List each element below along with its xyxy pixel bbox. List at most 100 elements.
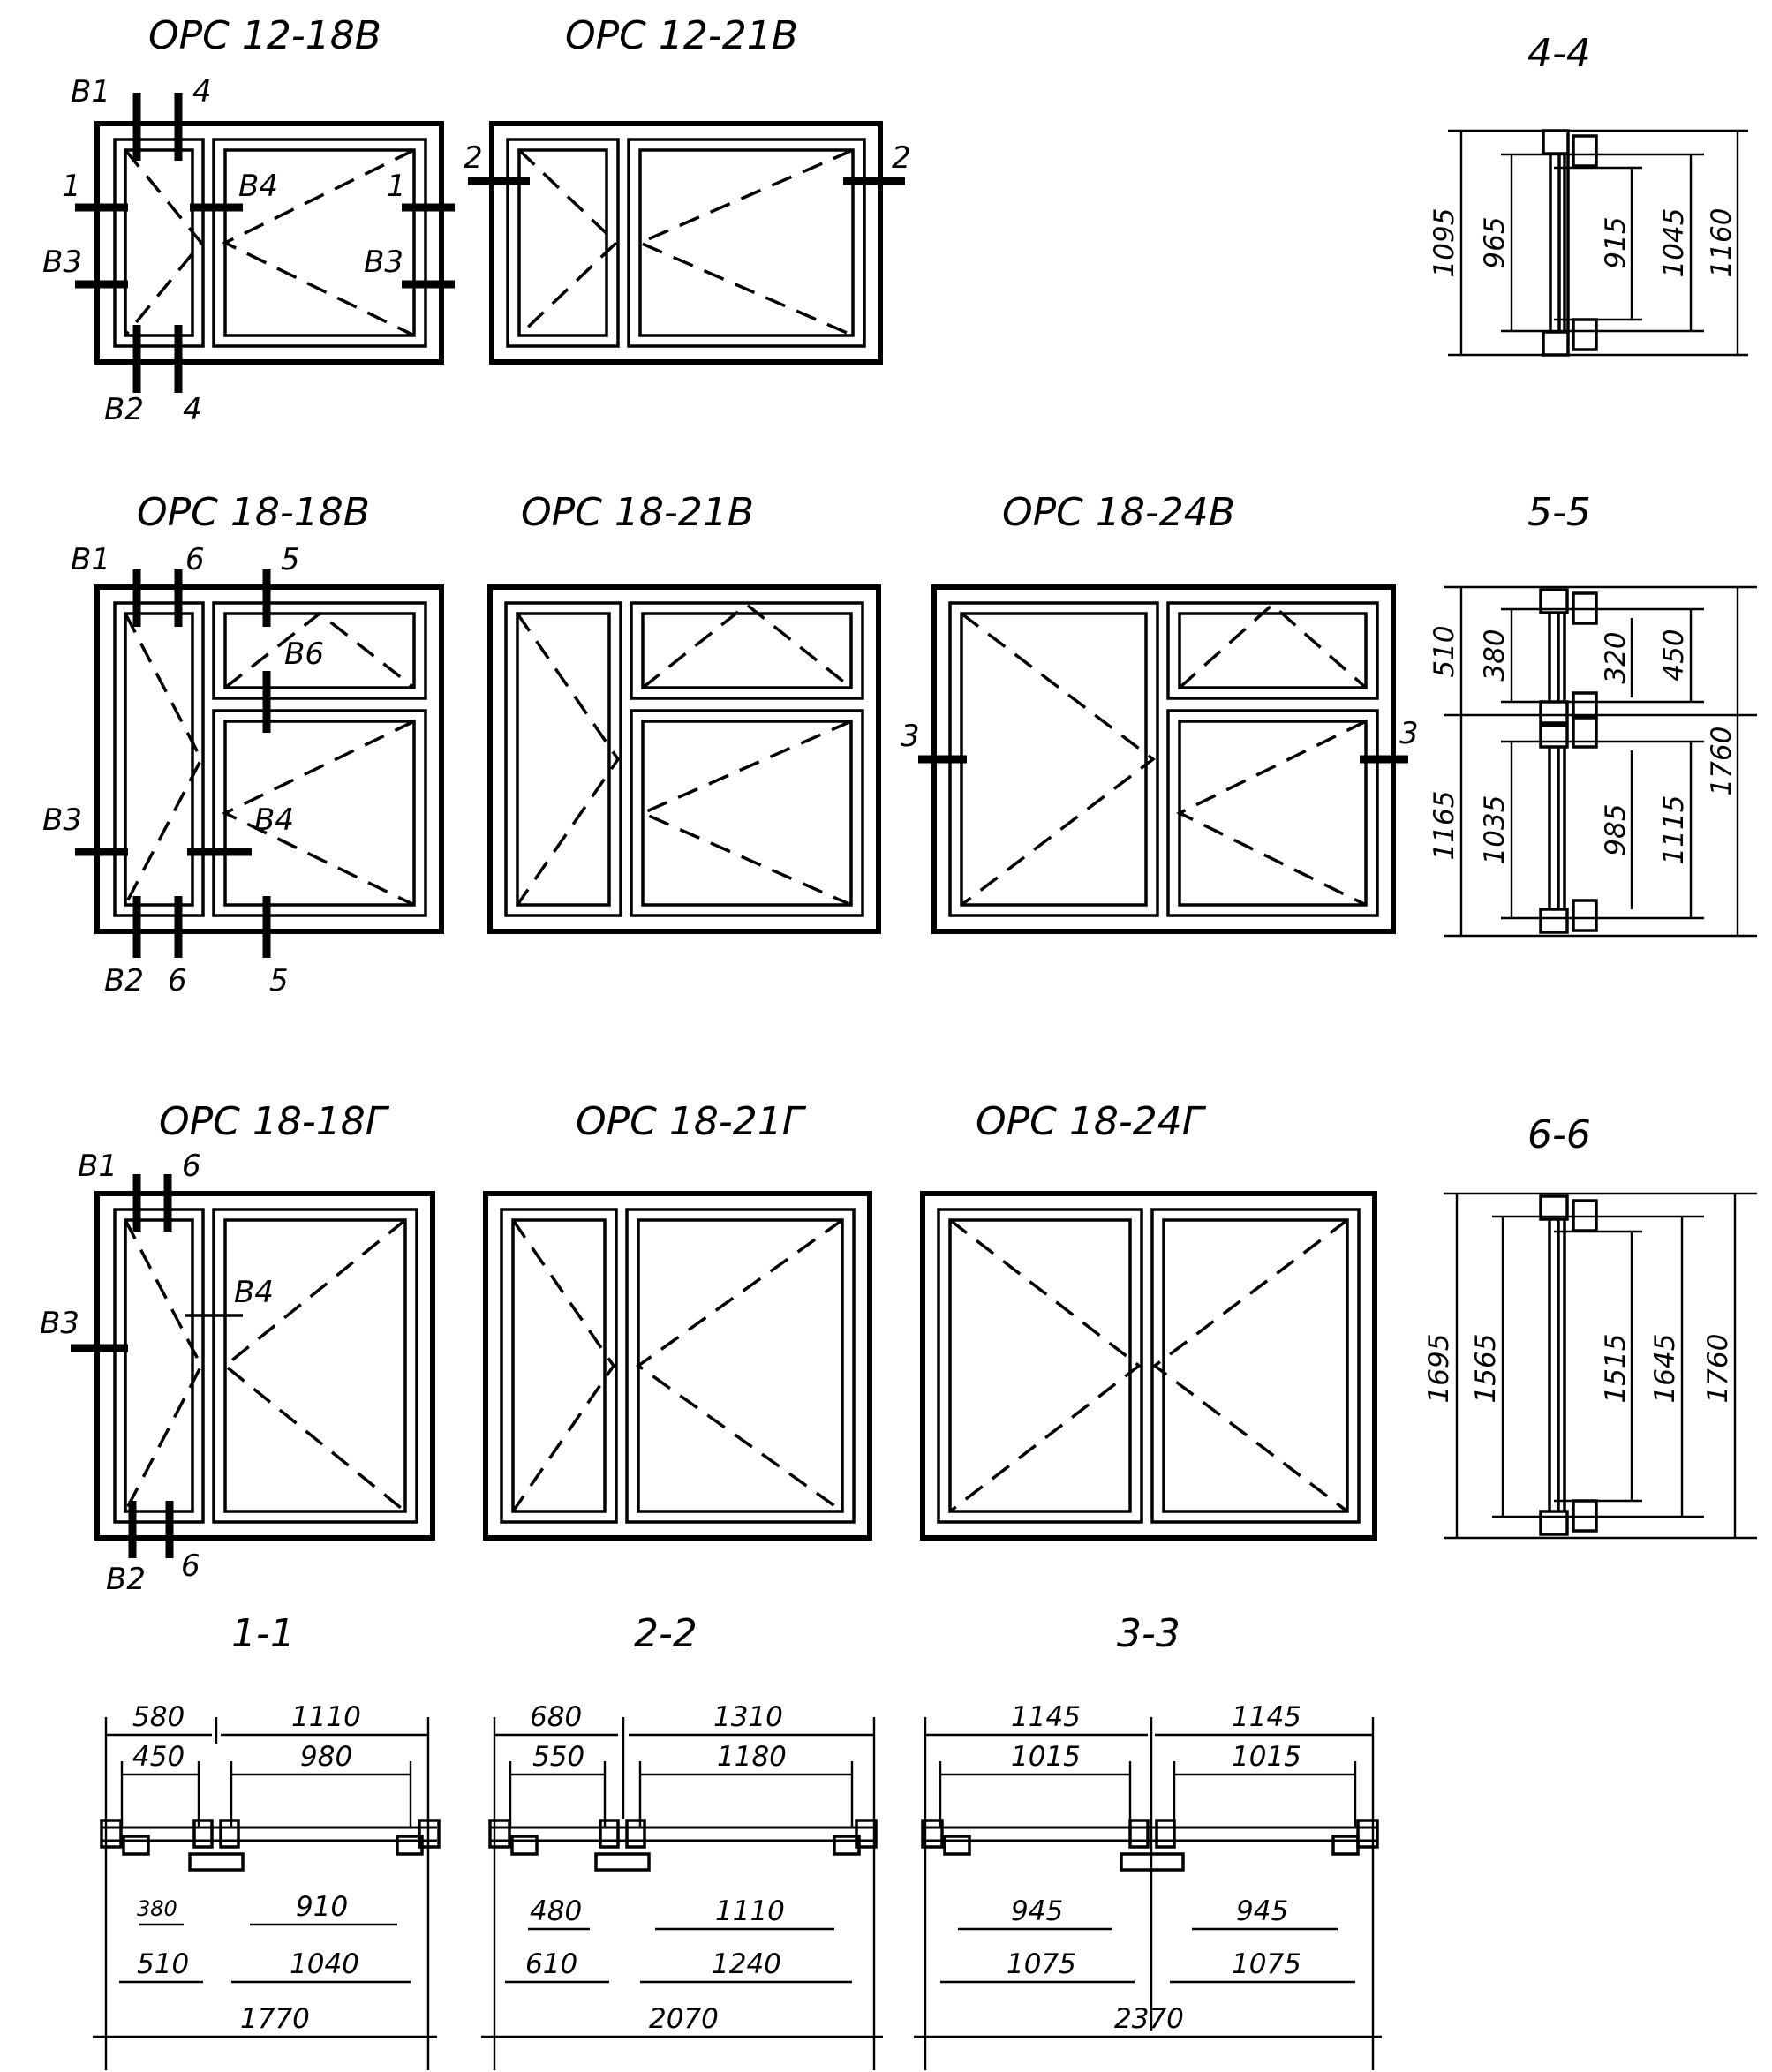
dim-label: 550 xyxy=(532,1741,584,1773)
mark-label: 6 xyxy=(168,963,187,998)
mark-label: В1 xyxy=(78,1149,117,1184)
dim-label: 1015 xyxy=(1232,1741,1301,1773)
mark-label: В3 xyxy=(364,245,403,280)
section-title: 2-2 xyxy=(634,1611,697,1656)
section-6-6: 6-6 1695 1565 1515 1645 1760 xyxy=(1423,1112,1757,1540)
mark-label: В1 xyxy=(71,74,110,109)
dim-label: 1035 xyxy=(1479,795,1511,865)
dim-label: 985 xyxy=(1600,803,1632,855)
dim-label: 1310 xyxy=(713,1701,783,1733)
mark-label: 1 xyxy=(62,169,81,204)
dim-label: 580 xyxy=(132,1701,185,1733)
dim-label: 1110 xyxy=(715,1895,785,1927)
mark-label: 6 xyxy=(181,1548,200,1584)
mark-label: В3 xyxy=(42,802,82,838)
dim-label: 1180 xyxy=(717,1741,787,1773)
elevation-title: ОРС 12-21В xyxy=(565,13,798,58)
dim-label: 680 xyxy=(530,1701,582,1733)
dim-label: 1095 xyxy=(1429,208,1460,278)
dim-label: 2070 xyxy=(649,2003,719,2035)
mark-label: 3 xyxy=(1399,716,1419,751)
mark-label: В3 xyxy=(40,1306,79,1341)
elevation-ops-18-18g: ОРС 18-18Г В1 6 В4 В3 В2 6 xyxy=(40,1099,435,1597)
dim-label: 1760 xyxy=(1706,727,1738,796)
elevation-ops-18-21v: ОРС 18-21В xyxy=(487,490,881,934)
dim-label: 1565 xyxy=(1470,1334,1502,1404)
dim-label: 1075 xyxy=(1232,1948,1301,1980)
dim-label: 945 xyxy=(1011,1895,1063,1927)
mark-label: 2 xyxy=(892,140,911,176)
elevation-title: ОРС 18-21Г xyxy=(576,1099,807,1144)
elevation-ops-18-21g: ОРС 18-21Г xyxy=(483,1099,872,1541)
dim-label: 1695 xyxy=(1423,1334,1455,1404)
section-2-2: 2-2 680 1310 550 1180 480 1110 610 1240 xyxy=(481,1611,883,2070)
dim-label: 915 xyxy=(1600,216,1632,268)
section-title: 3-3 xyxy=(1117,1611,1180,1656)
section-4-4: 4-4 1095 965 915 1045 1160 xyxy=(1429,31,1748,357)
mark-label: 6 xyxy=(182,1149,201,1184)
dim-label: 1770 xyxy=(240,2003,310,2035)
dim-label: 1760 xyxy=(1702,1334,1734,1404)
mark-label: В1 xyxy=(71,542,110,577)
elevation-title: ОРС 18-18Г xyxy=(159,1099,390,1144)
dim-label: 910 xyxy=(296,1891,348,1923)
dim-label: 1240 xyxy=(712,1948,781,1980)
mark-label: В4 xyxy=(254,802,294,838)
section-title: 5-5 xyxy=(1527,490,1591,535)
dim-label: 320 xyxy=(1600,631,1632,683)
dim-label: 965 xyxy=(1479,216,1511,268)
mark-label: 5 xyxy=(269,963,289,998)
dim-label: 1145 xyxy=(1232,1701,1301,1733)
elevation-ops-12-21v: ОРС 12-21В 2 2 xyxy=(464,13,911,365)
section-title: 4-4 xyxy=(1527,31,1591,76)
dim-label: 610 xyxy=(525,1948,577,1980)
mark-label: 4 xyxy=(183,392,202,427)
elevation-ops-18-18v: ОРС 18-18В В1 6 5 В6 В4 В3 В2 6 5 xyxy=(42,490,444,998)
mark-label: 4 xyxy=(192,74,212,109)
mark-label: 6 xyxy=(185,542,205,577)
dim-label: 480 xyxy=(530,1895,582,1927)
elevation-ops-18-24v: ОРС 18-24В 3 3 xyxy=(901,490,1419,934)
dim-label: 1515 xyxy=(1600,1334,1632,1404)
dim-label: 510 xyxy=(1429,625,1460,677)
section-title: 6-6 xyxy=(1527,1112,1591,1157)
dim-label: 1045 xyxy=(1658,208,1690,278)
mark-label: В2 xyxy=(104,392,144,427)
section-5-5: 5-5 510 380 320 450 1165 1035 xyxy=(1429,490,1757,938)
elevation-title: ОРС 18-24Г xyxy=(976,1099,1207,1144)
mark-label: В6 xyxy=(284,637,324,672)
dim-label: 450 xyxy=(132,1741,185,1773)
dim-label: 450 xyxy=(1658,629,1690,681)
dim-label: 1015 xyxy=(1011,1741,1081,1773)
mark-label: В2 xyxy=(106,1562,146,1597)
section-title: 1-1 xyxy=(231,1611,295,1656)
dim-label: 1075 xyxy=(1007,1948,1076,1980)
mark-label: 2 xyxy=(464,140,483,176)
dim-label: 1160 xyxy=(1706,208,1738,278)
dim-label: 1040 xyxy=(290,1948,359,1980)
elevation-title: ОРС 18-21В xyxy=(521,490,754,535)
section-3-3: 3-3 1145 1145 1015 1015 945 945 1075 107… xyxy=(914,1611,1382,2070)
dim-label: 1165 xyxy=(1429,791,1460,861)
dim-label: 1645 xyxy=(1649,1334,1681,1404)
elevation-title: ОРС 12-18В xyxy=(148,13,381,58)
dim-label: 1145 xyxy=(1011,1701,1081,1733)
dim-label: 1115 xyxy=(1658,795,1690,865)
dim-label: 1110 xyxy=(291,1701,361,1733)
elevation-ops-12-18v: ОРС 12-18В В1 4 1 В4 1 В3 В3 В2 4 xyxy=(42,13,455,427)
elevation-title: ОРС 18-24В xyxy=(1002,490,1235,535)
mark-label: 3 xyxy=(901,719,920,754)
dim-label: 945 xyxy=(1236,1895,1288,1927)
dim-label: 510 xyxy=(137,1948,189,1980)
dim-label: 980 xyxy=(300,1741,352,1773)
mark-label: В2 xyxy=(104,963,144,998)
mark-label: В4 xyxy=(238,169,278,204)
section-1-1: 1-1 580 1110 450 980 380 910 510 1040 1 xyxy=(93,1611,441,2070)
dim-label: 2370 xyxy=(1114,2003,1184,2035)
mark-label: В4 xyxy=(234,1275,274,1310)
mark-label: 1 xyxy=(387,169,406,204)
dim-label: 380 xyxy=(137,1896,177,1921)
dim-label: 380 xyxy=(1479,629,1511,681)
mark-label: 5 xyxy=(281,542,300,577)
